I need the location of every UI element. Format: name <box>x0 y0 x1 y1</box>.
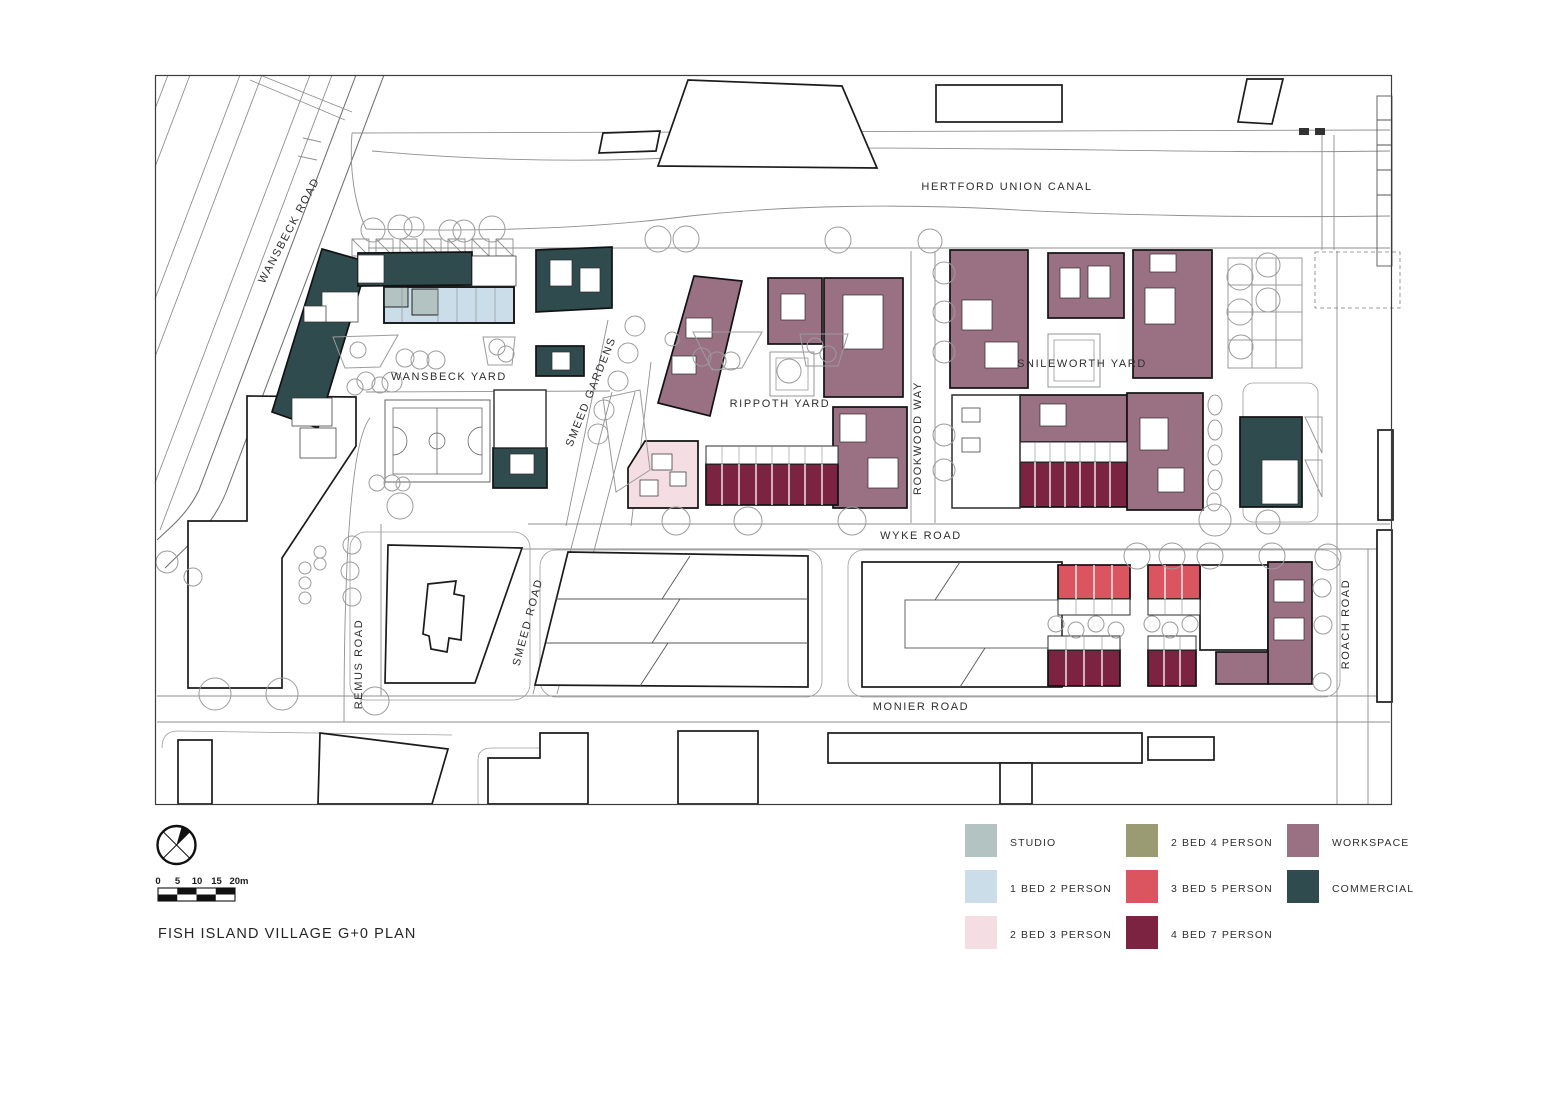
road-label-rookwood-way: ROOKWOOD WAY <box>912 381 924 495</box>
canal-bridge <box>1299 95 1393 267</box>
courtyards <box>332 257 1323 498</box>
two-bed-3p-building <box>627 440 699 509</box>
north-arrow-icon <box>156 824 197 866</box>
scale-tick-15: 15 <box>211 876 222 887</box>
road-label-roach-road: ROACH ROAD <box>1340 579 1352 670</box>
context-buildings <box>177 78 1394 805</box>
scale-tick-0: 0 <box>155 876 160 887</box>
legend-item-commercial: COMMERCIAL <box>1287 870 1414 903</box>
road-label-wyke-road: WYKE ROAD <box>880 530 962 542</box>
legend-swatch-workspace <box>1287 824 1319 857</box>
road-label-monier-road: MONIER ROAD <box>873 701 969 713</box>
scale-bar: 0 5 10 15 20m <box>155 876 249 902</box>
trees <box>155 214 1342 716</box>
scale-tick-20m: 20m <box>229 876 248 887</box>
label-rippoth-yard: RIPPOTH YARD <box>730 398 831 410</box>
canal-banks <box>350 129 1391 231</box>
terrace-strips <box>705 441 1201 686</box>
label-snileworth-yard: SNILEWORTH YARD <box>1017 358 1147 370</box>
legend-label-1-bed-2-person: 1 BED 2 PERSON <box>1010 883 1112 895</box>
legend-label-3-bed-5-person: 3 BED 5 PERSON <box>1171 883 1273 895</box>
page-title: FISH ISLAND VILLAGE G+0 PLAN <box>158 926 416 942</box>
three-bed-5p-rows <box>1057 564 1201 600</box>
legend-label-2-bed-3-person: 2 BED 3 PERSON <box>1010 929 1112 941</box>
legend-swatch-studio <box>965 824 997 857</box>
unit-strip-dividers <box>383 286 515 324</box>
legend-item-1-bed-2-person: 1 BED 2 PERSON <box>965 870 1112 903</box>
legend-label-workspace: WORKSPACE <box>1332 837 1409 849</box>
legend-swatch-2-bed-4-person <box>1126 824 1158 857</box>
legend-swatch-4-bed-7-person <box>1126 916 1158 949</box>
road-label-wansbeck-road: WANSBECK ROAD <box>256 176 322 286</box>
plan-border <box>154 74 1393 806</box>
legend-label-4-bed-7-person: 4 BED 7 PERSON <box>1171 929 1273 941</box>
label-hertford-union-canal: HERTFORD UNION CANAL <box>921 181 1092 193</box>
legend-swatch-2-bed-3-person <box>965 916 997 949</box>
pavement-outlines <box>161 251 1401 804</box>
legend-item-studio: STUDIO <box>965 824 1056 857</box>
legend-item-4-bed-7-person: 4 BED 7 PERSON <box>1126 916 1273 949</box>
road-lines <box>157 247 1391 804</box>
scale-tick-5: 5 <box>175 876 181 887</box>
legend-label-2-bed-4-person: 2 BED 4 PERSON <box>1171 837 1273 849</box>
legend-item-2-bed-4-person: 2 BED 4 PERSON <box>1126 824 1273 857</box>
legend-swatch-commercial <box>1287 870 1319 903</box>
sports-court <box>384 399 491 483</box>
internal-white-cores <box>291 253 1305 641</box>
legend: STUDIO 1 BED 2 PERSON 2 BED 3 PERSON 2 B… <box>965 824 1414 949</box>
legend-swatch-1-bed-2-person <box>965 870 997 903</box>
legend-item-2-bed-3-person: 2 BED 3 PERSON <box>965 916 1112 949</box>
road-label-remus-road: REMUS ROAD <box>353 619 365 710</box>
legend-item-workspace: WORKSPACE <box>1287 824 1409 857</box>
label-wansbeck-yard: WANSBECK YARD <box>391 371 507 383</box>
scale-tick-10: 10 <box>192 876 203 887</box>
legend-label-commercial: COMMERCIAL <box>1332 883 1414 895</box>
legend-item-3-bed-5-person: 3 BED 5 PERSON <box>1126 870 1273 903</box>
railway-and-wansbeck-road-lines <box>154 74 385 569</box>
legend-swatch-3-bed-5-person <box>1126 870 1158 903</box>
legend-label-studio: STUDIO <box>1010 837 1056 849</box>
